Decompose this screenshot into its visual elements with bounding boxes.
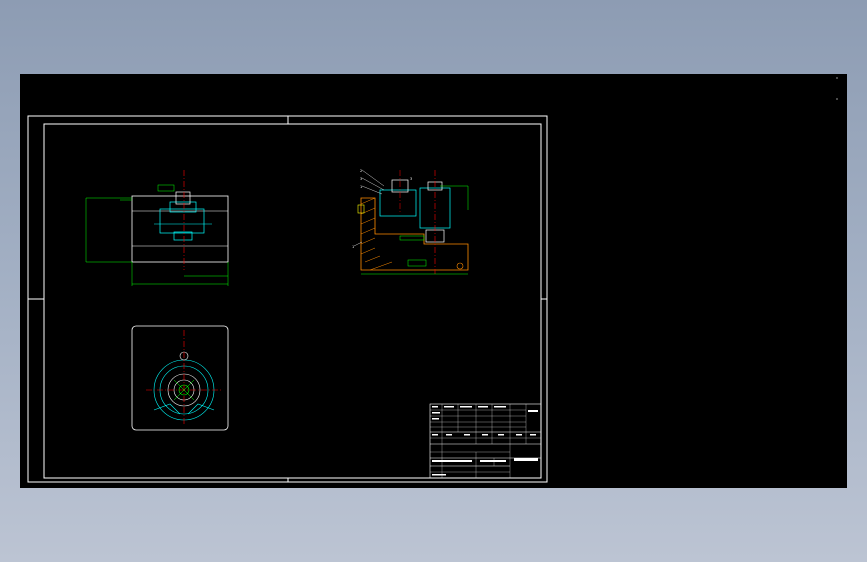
section-view [353, 169, 469, 275]
part-number-label: 1 [352, 245, 354, 249]
part-number-label: 3 [410, 177, 412, 181]
top-view [131, 325, 229, 431]
inner-frame [43, 123, 542, 479]
title-block [429, 403, 542, 479]
part-number-label: 2 [360, 169, 362, 173]
front-view [85, 170, 229, 286]
technical-requirements [328, 336, 408, 337]
part-number-label: 1 [360, 185, 362, 189]
part-number-label: 3 [360, 177, 362, 181]
drawing-sheet: 2 3 1 1 3 [27, 77, 838, 483]
cad-drawing-canvas[interactable]: 2 3 1 1 3 [20, 74, 847, 488]
